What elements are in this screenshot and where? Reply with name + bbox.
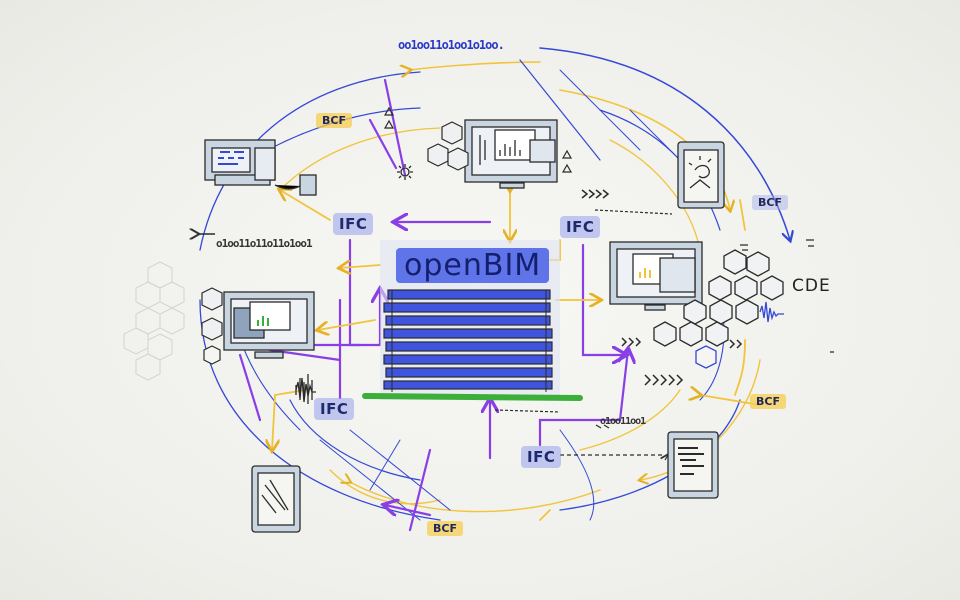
ifc-label: IFC <box>521 446 562 468</box>
gear-icon <box>397 164 413 180</box>
tablet-icon <box>251 465 301 533</box>
bcf-label: BCF <box>752 195 788 210</box>
bcf-label: BCF <box>750 394 786 409</box>
tablet-icon <box>667 431 719 499</box>
binary-stream: o1oo11oo1 <box>600 416 646 427</box>
sound-wave-icon <box>759 301 784 323</box>
decorative-marks <box>383 106 834 429</box>
monitor-icon <box>204 139 317 196</box>
hexagon-icon <box>201 287 223 365</box>
background-hexagon-grid <box>123 261 185 381</box>
ifc-label: IFC <box>314 398 355 420</box>
cde-hexagon-cluster <box>653 249 784 369</box>
monitor-icon <box>464 119 558 189</box>
bcf-label: BCF <box>316 113 352 128</box>
cde-label: CDE <box>792 276 831 296</box>
ifc-label: IFC <box>333 213 374 235</box>
bcf-connectors <box>272 190 761 521</box>
chevron-arrows <box>581 189 743 386</box>
ifc-label: IFC <box>560 216 601 238</box>
page-title: openBIM <box>396 248 550 283</box>
monitor-icon <box>609 241 703 311</box>
hexagon-icon <box>427 121 469 171</box>
monitor-icon <box>223 291 315 359</box>
sound-wave-icon <box>295 374 316 404</box>
bcf-label: BCF <box>427 521 463 536</box>
binary-stream: oo1oo11o1oo1o1oo. <box>398 38 505 52</box>
tablet-icon <box>677 141 725 209</box>
binary-stream: o1oo11o11o11o1oo1 <box>216 237 313 250</box>
